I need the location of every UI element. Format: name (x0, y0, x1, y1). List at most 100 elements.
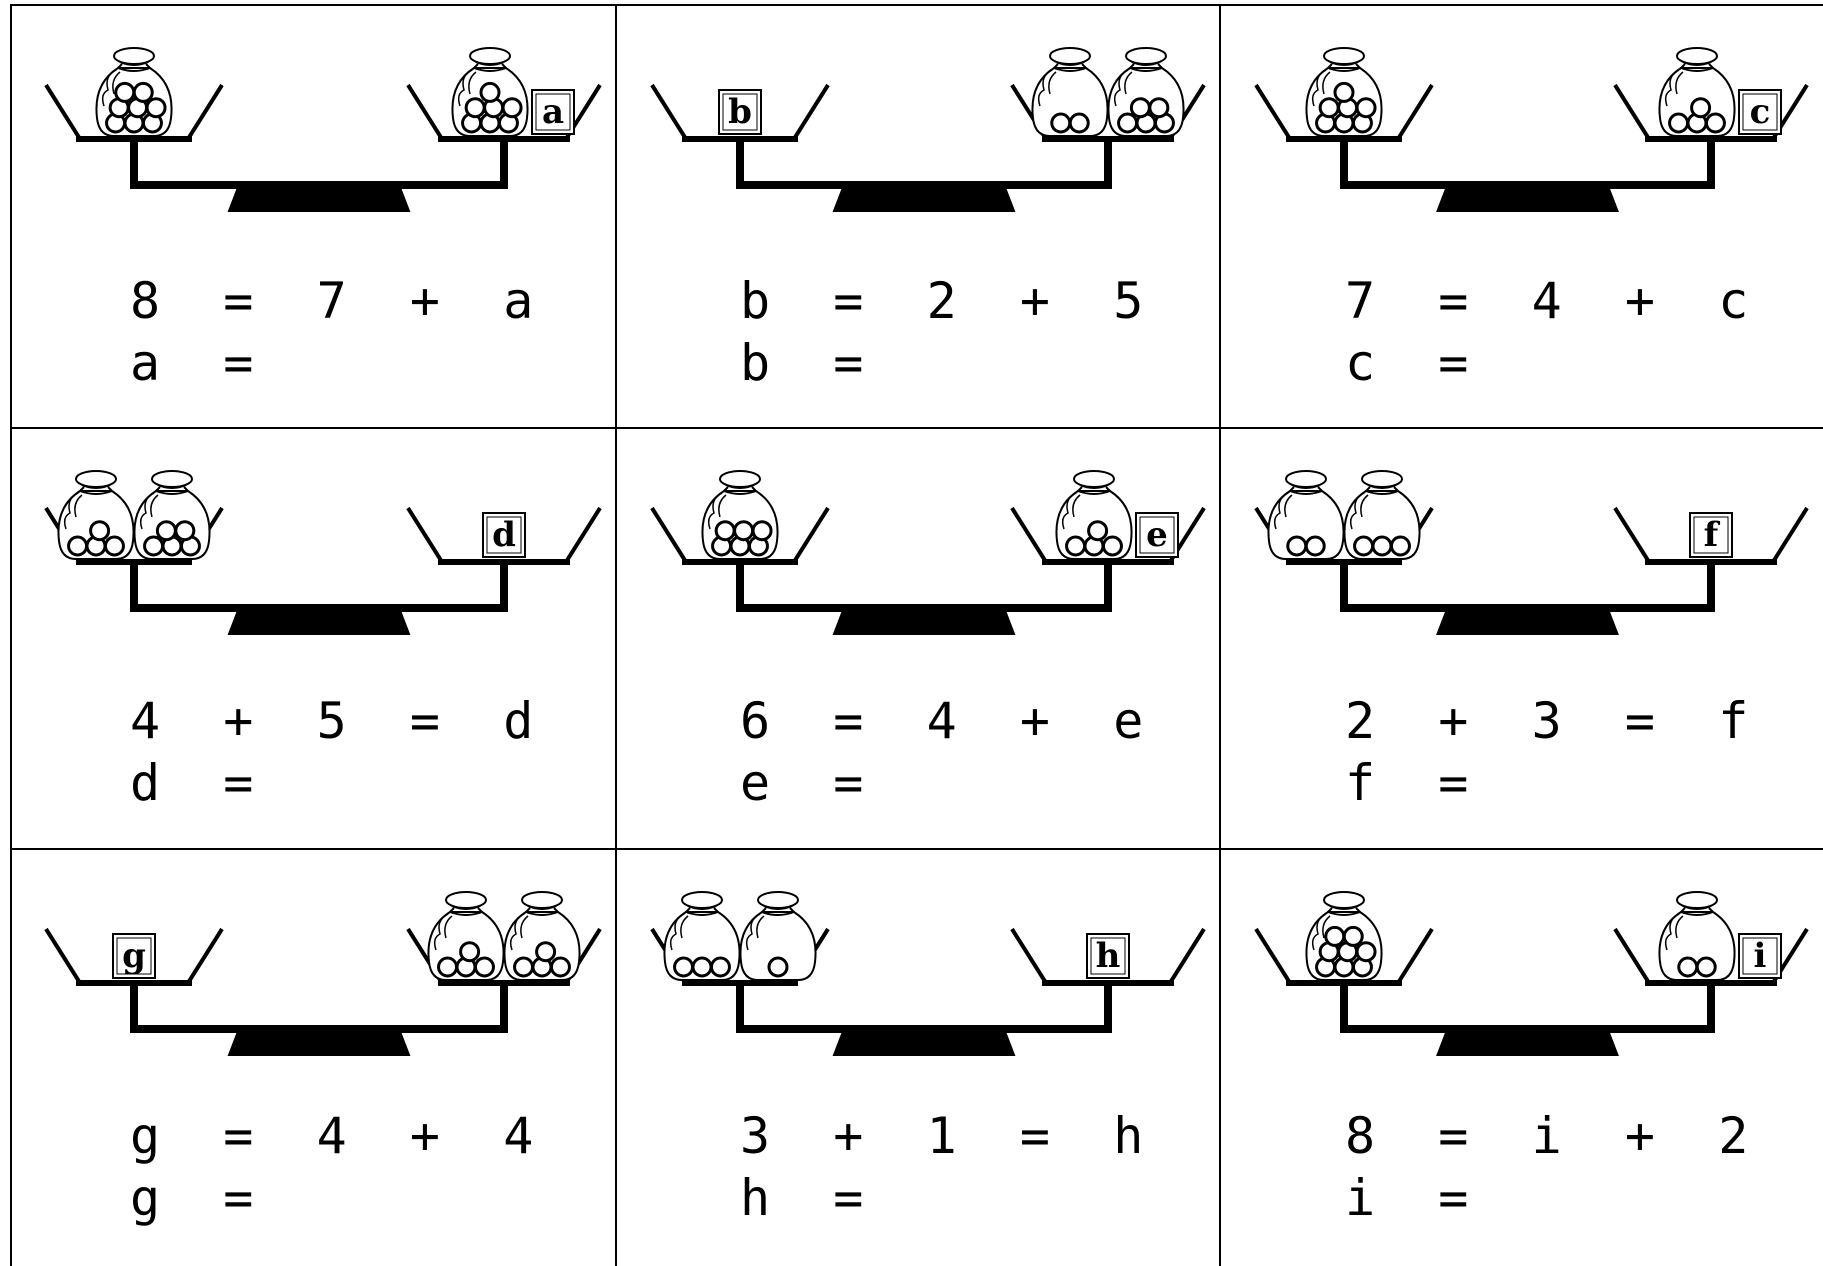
equation-block: 7 = 4 + cc = (1345, 270, 1749, 394)
marble-bag (1032, 48, 1107, 136)
marble (1679, 958, 1697, 976)
marble-bag (452, 48, 527, 136)
marble (1357, 943, 1375, 961)
marble-bag (740, 892, 815, 980)
scale-beam (134, 562, 504, 608)
marble-bag (58, 471, 133, 559)
marble (515, 958, 533, 976)
marble (551, 958, 569, 976)
marble-bag (1659, 48, 1734, 136)
marble (1355, 537, 1373, 555)
marble (1306, 537, 1324, 555)
marble (1067, 537, 1085, 555)
marble (1103, 537, 1121, 555)
unknown-label: f (1704, 515, 1721, 555)
unknown-label: c (1750, 92, 1771, 132)
unknown-label-box: f (1690, 513, 1732, 557)
equation: 8 = i + 2 (1345, 1105, 1749, 1167)
marble (753, 522, 771, 540)
unknown-label-box: c (1739, 90, 1781, 134)
marble-bag (1108, 48, 1183, 136)
marble (1391, 537, 1409, 555)
scale-base (229, 185, 409, 211)
answer-prompt[interactable]: a = (130, 332, 534, 394)
marble-bag (1344, 471, 1419, 559)
marble (466, 99, 484, 117)
marble-bag (96, 48, 171, 136)
marble (1335, 83, 1353, 101)
scale-base (229, 1029, 409, 1055)
marble (1070, 114, 1088, 132)
marble (1288, 537, 1306, 555)
marble (147, 99, 165, 117)
equation-block: 2 + 3 = ff = (1345, 690, 1749, 814)
marble (157, 522, 175, 540)
marble (1670, 114, 1688, 132)
marble (461, 943, 479, 961)
marble (769, 958, 787, 976)
marble (134, 83, 152, 101)
unknown-label: a (542, 92, 564, 132)
scale-beam (740, 983, 1108, 1029)
equation: 8 = 7 + a (130, 270, 534, 332)
marble (1344, 927, 1362, 945)
marble (481, 83, 499, 101)
marble (735, 522, 753, 540)
unknown-label-box: d (483, 513, 525, 557)
unknown-label-box: a (532, 90, 574, 134)
scale-beam (1344, 139, 1711, 185)
marble (475, 958, 493, 976)
marble (116, 83, 134, 101)
unknown-label-box: h (1087, 934, 1129, 978)
marble (693, 958, 711, 976)
scale-beam (134, 983, 504, 1029)
marble-bag (702, 471, 777, 559)
answer-prompt[interactable]: b = (740, 332, 1144, 394)
marble (1119, 114, 1137, 132)
equation-block: 3 + 1 = hh = (740, 1105, 1144, 1229)
answer-prompt[interactable]: h = (740, 1167, 1144, 1229)
answer-prompt[interactable]: g = (130, 1167, 534, 1229)
marble (1052, 114, 1070, 132)
problem-cell-d: d 4 + 5 = dd = (10, 428, 616, 849)
unknown-label-box: b (719, 90, 761, 134)
marble-bag (1306, 48, 1381, 136)
marble-bag (1268, 471, 1343, 559)
marble (1326, 927, 1344, 945)
equation: 3 + 1 = h (740, 1105, 1144, 1167)
marble (503, 99, 521, 117)
answer-prompt[interactable]: d = (130, 752, 534, 814)
scale-beam (1344, 983, 1711, 1029)
equation: g = 4 + 4 (130, 1105, 534, 1167)
equation: 7 = 4 + c (1345, 270, 1749, 332)
marble (1373, 537, 1391, 555)
marble (1150, 99, 1168, 117)
marble-bag (664, 892, 739, 980)
unknown-label: g (122, 936, 146, 976)
marble (91, 522, 109, 540)
scale-base (834, 608, 1014, 634)
scale-beam (134, 139, 504, 185)
marble (675, 958, 693, 976)
unknown-label: i (1754, 936, 1767, 976)
equation-block: 6 = 4 + ee = (740, 690, 1144, 814)
marble-bag (134, 471, 209, 559)
unknown-label-box: g (113, 934, 155, 978)
marble (1131, 99, 1149, 117)
unknown-label: d (492, 515, 516, 555)
answer-prompt[interactable]: c = (1345, 332, 1749, 394)
answer-prompt[interactable]: e = (740, 752, 1144, 814)
unknown-label: b (728, 92, 752, 132)
answer-prompt[interactable]: i = (1345, 1167, 1749, 1229)
answer-prompt[interactable]: f = (1345, 752, 1749, 814)
scale-base (1438, 1029, 1618, 1055)
scale-base (1438, 608, 1618, 634)
